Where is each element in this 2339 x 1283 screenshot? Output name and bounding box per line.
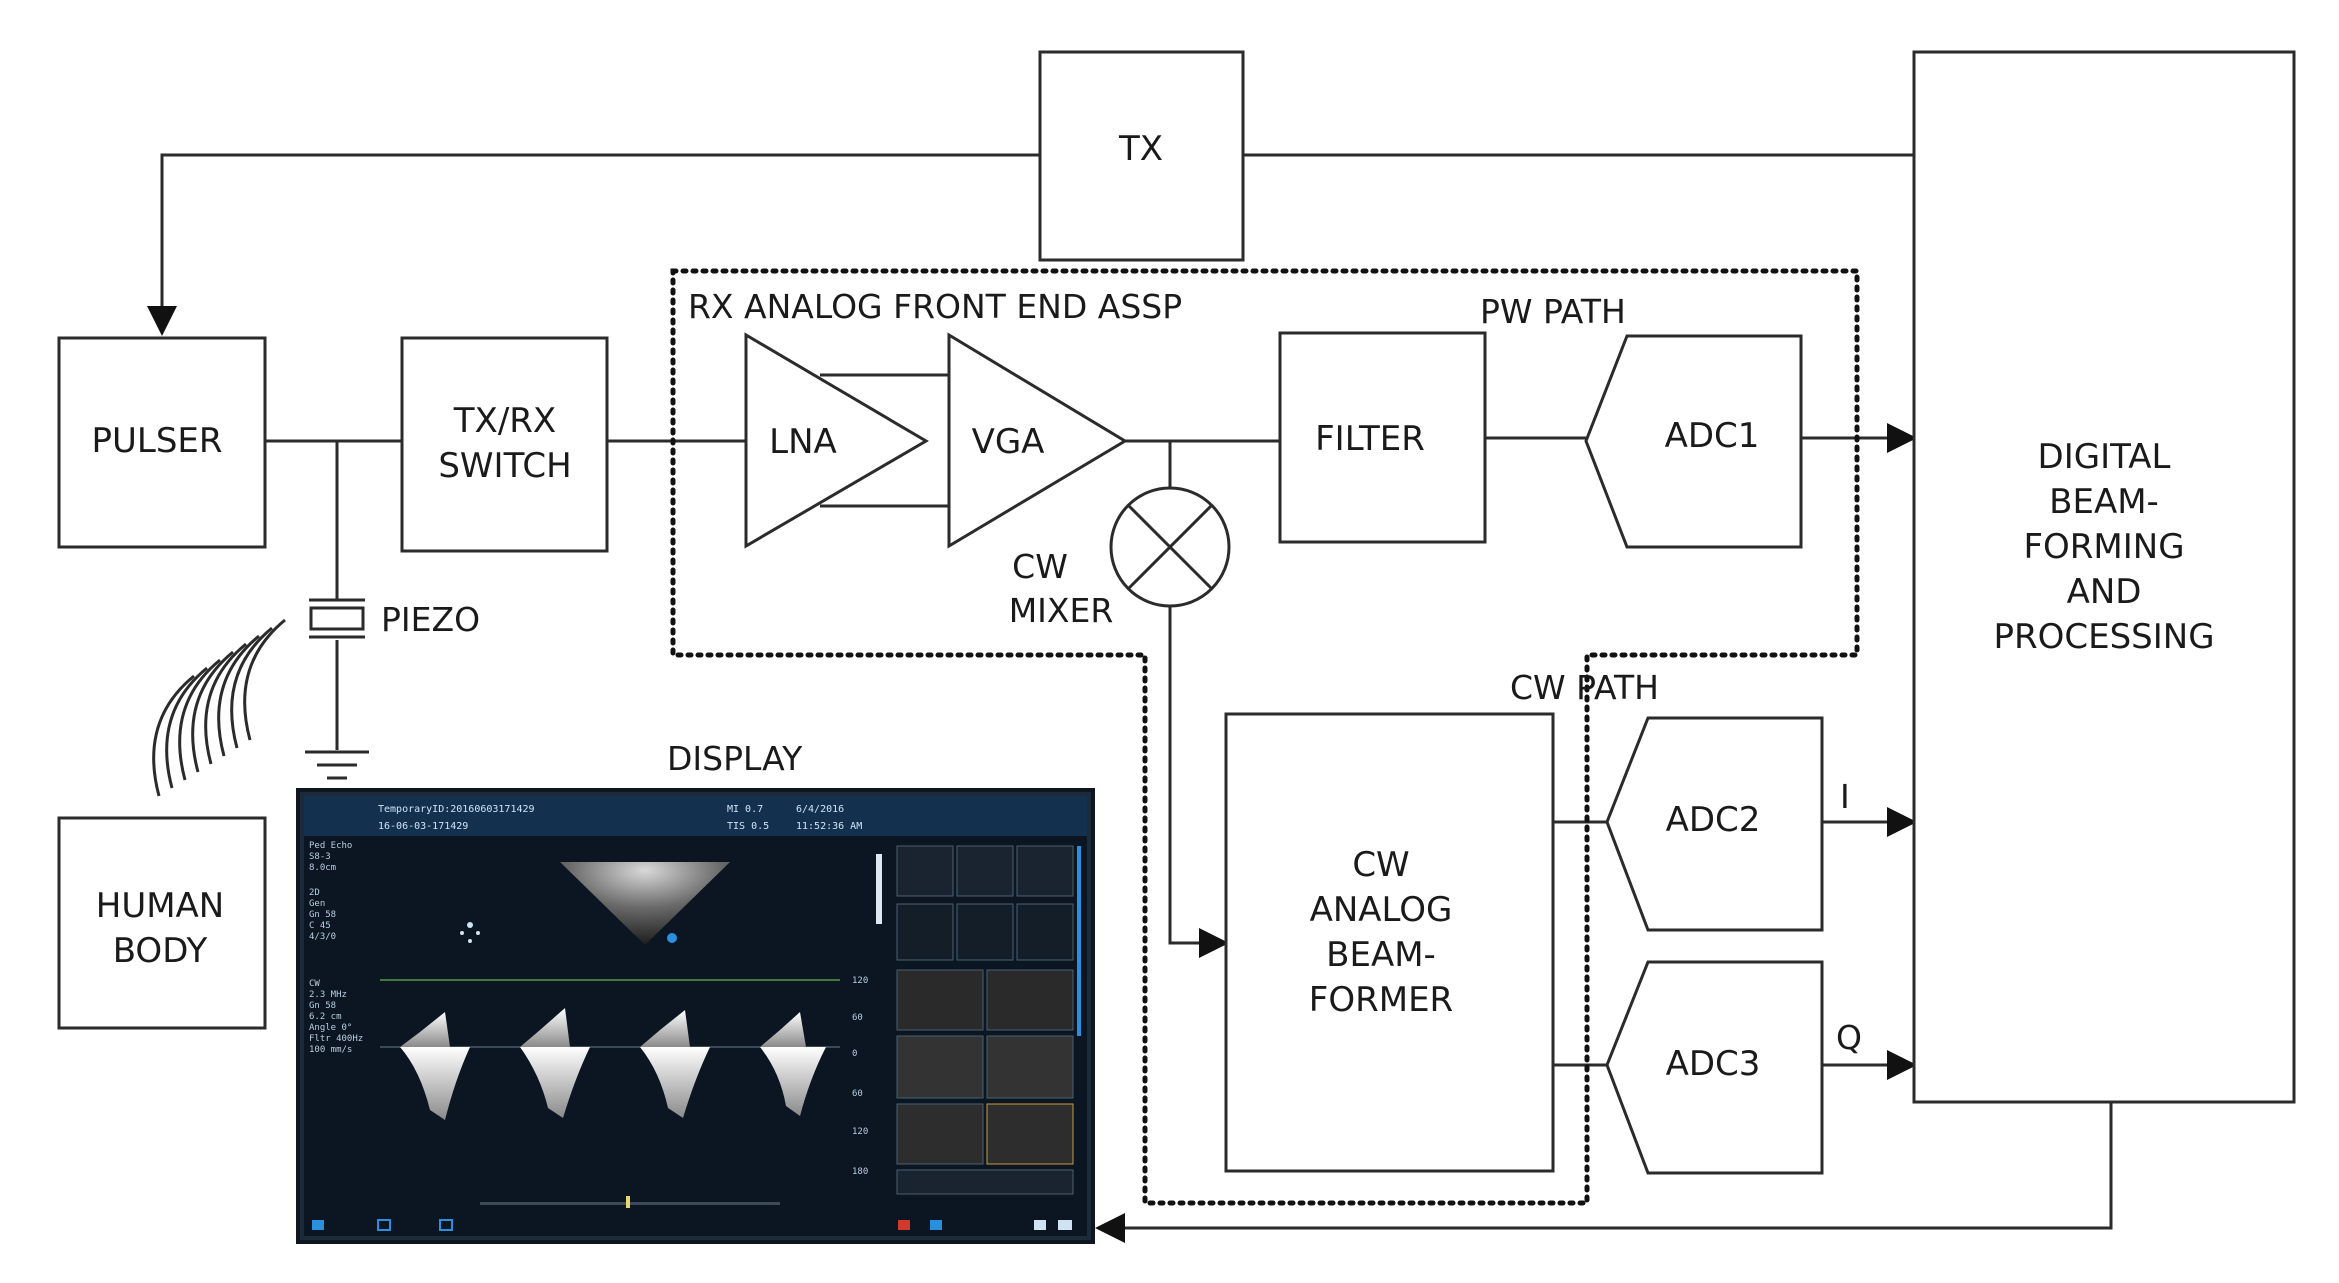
svg-text:CW: CW	[309, 979, 320, 989]
ultrasound-display: TemporaryID:20160603171429 16-06-03-1714…	[296, 788, 1095, 1244]
svg-text:Gn 58: Gn 58	[309, 1001, 336, 1011]
header-mi: MI 0.7	[727, 804, 763, 815]
pulser-label: PULSER	[91, 421, 222, 461]
wire-mixer-to-cw-beamformer	[1168, 605, 1229, 958]
svg-text:60: 60	[852, 1089, 863, 1099]
svg-text:60: 60	[852, 1013, 863, 1023]
cw-analog-beamformer-block: CW ANALOG BEAM- FORMER	[1224, 712, 1555, 1173]
pulser-block: PULSER	[57, 336, 267, 549]
svg-text:Gn 58: Gn 58	[309, 910, 336, 920]
tx-label: TX	[1118, 129, 1163, 169]
pw-path-label: PW PATH	[1480, 292, 1626, 331]
human-body-label-line2: BODY	[113, 931, 208, 971]
adc3-label: ADC3	[1666, 1044, 1761, 1084]
panel-cw-params: CW 2.3 MHz Gn 58 6.2 cm Angle 0° Fltr 40…	[309, 979, 363, 1055]
svg-text:4/3/0: 4/3/0	[309, 932, 336, 942]
digital-label-line2: BEAM-	[2049, 482, 2159, 522]
cw-mixer-label-line2: MIXER	[1009, 591, 1114, 630]
panel-2d-params: Ped Echo S8-3 8.0cm 2D Gen Gn 58 C 45 4/…	[309, 841, 352, 942]
svg-text:120: 120	[852, 1127, 868, 1137]
adc2-block: ADC2	[1605, 716, 1824, 932]
svg-text:180: 180	[852, 1167, 868, 1177]
adc3-block: ADC3	[1605, 960, 1824, 1175]
tx-block: TX	[1038, 50, 1245, 262]
svg-text:100 mm/s: 100 mm/s	[309, 1045, 352, 1055]
vga-label: VGA	[972, 422, 1045, 462]
wire-digital-to-display	[1095, 1102, 2113, 1243]
digital-label-line4: AND	[2067, 572, 2142, 612]
cw-path-label: CW PATH	[1510, 668, 1659, 707]
svg-text:C 45: C 45	[309, 921, 331, 931]
depth-gauge	[876, 854, 882, 924]
wire-tx-to-pulser	[147, 153, 1040, 336]
cw-mixer-label-line1: CW	[1012, 547, 1068, 586]
svg-text:2.3 MHz: 2.3 MHz	[309, 990, 347, 1000]
i-output-label: I	[1840, 777, 1850, 816]
rx-afe-boundary	[670, 268, 1860, 1206]
human-body-label-line1: HUMAN	[96, 886, 224, 926]
lna-amplifier: LNA	[744, 332, 929, 549]
probe-marker-icon	[460, 922, 480, 943]
sector-marker-icon	[667, 933, 677, 943]
filter-label: FILTER	[1315, 419, 1425, 459]
svg-text:S8-3: S8-3	[309, 852, 331, 862]
echo-sector-image	[560, 862, 730, 945]
digital-label-line5: PROCESSING	[1993, 617, 2214, 657]
digital-label-line1: DIGITAL	[2038, 437, 2171, 477]
digital-processing-block: DIGITAL BEAM- FORMING AND PROCESSING	[1912, 50, 2296, 1104]
header-session: 16-06-03-171429	[378, 821, 468, 832]
rx-afe-label: RX ANALOG FRONT END ASSP	[688, 287, 1182, 326]
svg-text:Gen: Gen	[309, 899, 325, 909]
display-footer-icons	[312, 1219, 1072, 1231]
svg-text:Angle 0°: Angle 0°	[309, 1023, 352, 1033]
svg-text:6.2 cm: 6.2 cm	[309, 1012, 342, 1022]
adc2-label: ADC2	[1666, 800, 1761, 840]
piezo-label: PIEZO	[381, 600, 480, 639]
svg-text:120: 120	[852, 976, 868, 986]
header-tis: TIS 0.5	[727, 821, 769, 832]
filter-block: FILTER	[1278, 331, 1487, 544]
header-time: 11:52:36 AM	[796, 821, 862, 832]
svg-text:8.0cm: 8.0cm	[309, 863, 336, 873]
cw-mixer	[1109, 486, 1231, 608]
svg-text:Fltr 400Hz: Fltr 400Hz	[309, 1034, 363, 1044]
adc1-label: ADC1	[1665, 416, 1760, 456]
thumbnail-grid	[896, 845, 1074, 1195]
adc1-block: ADC1	[1584, 334, 1803, 549]
display-header-bar	[304, 796, 1087, 836]
cw-beamformer-label-line1: CW	[1352, 845, 1409, 885]
ground-icon	[305, 750, 369, 780]
lna-label: LNA	[769, 422, 837, 462]
svg-text:2D: 2D	[309, 888, 320, 898]
doppler-spectrum-trace	[400, 1008, 826, 1120]
svg-text:Ped Echo: Ped Echo	[309, 841, 352, 851]
vga-amplifier: VGA	[947, 332, 1128, 549]
cw-beamformer-label-line4: FORMER	[1309, 980, 1453, 1020]
cw-beamformer-label-line3: BEAM-	[1326, 935, 1436, 975]
txrx-switch-label-line1: TX/RX	[453, 401, 556, 441]
txrx-switch-label-line2: SWITCH	[438, 446, 571, 486]
svg-text:0: 0	[852, 1049, 857, 1059]
digital-label-line3: FORMING	[2023, 527, 2184, 567]
piezo-element	[309, 598, 365, 639]
thumbnail-scrollbar	[1077, 846, 1081, 1036]
cw-beamformer-label-line2: ANALOG	[1310, 890, 1453, 930]
velocity-scale: 120 60 0 60 120 180	[852, 976, 868, 1177]
q-output-label: Q	[1836, 1018, 1862, 1057]
display-label: DISPLAY	[667, 739, 803, 778]
acoustic-waves-icon	[152, 618, 286, 797]
txrx-switch-block: TX/RX SWITCH	[400, 336, 609, 553]
scan-progress-marker	[626, 1196, 630, 1208]
header-date: 6/4/2016	[796, 804, 844, 815]
human-body-block: HUMAN BODY	[57, 816, 267, 1030]
header-id: TemporaryID:20160603171429	[378, 804, 535, 815]
